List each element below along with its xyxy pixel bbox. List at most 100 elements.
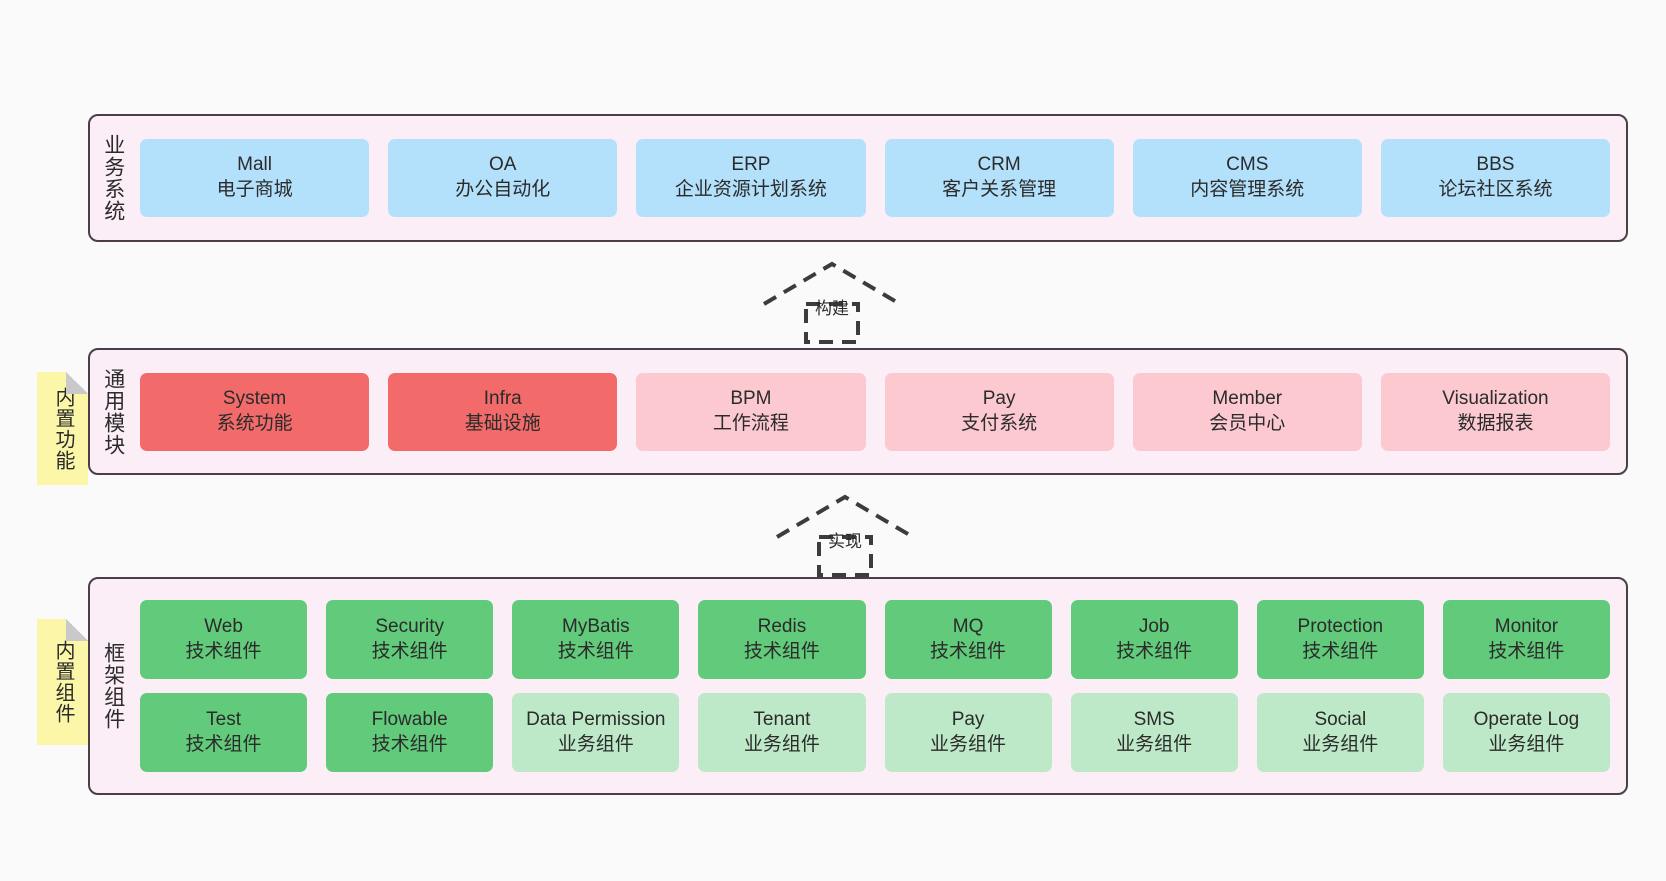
card-subtitle: 技术组件 (185, 733, 262, 755)
card-title: Job (1138, 615, 1170, 637)
card-subtitle: 业务组件 (1116, 733, 1193, 755)
card-title: Web (204, 615, 243, 637)
card-title: Member (1212, 387, 1283, 409)
card-subtitle: 办公自动化 (455, 179, 551, 200)
card-title: Security (375, 615, 444, 637)
card-subtitle: 支付系统 (961, 412, 1038, 434)
card-subtitle: 技术组件 (930, 640, 1007, 662)
card-subtitle: 技术组件 (371, 640, 448, 662)
connector-build-shape (762, 261, 902, 344)
card-subtitle: 业务组件 (930, 733, 1007, 755)
connector-implement-label: 实现 (828, 532, 862, 551)
layer-framework-component: 框架组件 Web 技术组件 Security 技术组件 MyBatis 技术组件… (88, 577, 1628, 795)
connector-build-label: 构建 (815, 299, 849, 318)
card-job[interactable]: Job 技术组件 (1070, 600, 1238, 679)
card-title: CMS (1226, 154, 1269, 176)
card-title: Social (1314, 708, 1367, 730)
card-crm[interactable]: CRM 客户关系管理 (884, 139, 1114, 217)
card-erp[interactable]: ERP 企业资源计划系统 (636, 139, 866, 217)
card-protection[interactable]: Protection 技术组件 (1256, 600, 1424, 679)
card-title: Redis (757, 615, 807, 637)
card-subtitle: 业务组件 (743, 733, 820, 755)
card-sms[interactable]: SMS 业务组件 (1070, 693, 1238, 772)
card-member[interactable]: Member 会员中心 (1132, 372, 1362, 451)
card-title: ERP (731, 154, 771, 176)
card-title: SMS (1133, 708, 1175, 730)
connector-implement-shape (775, 494, 915, 577)
card-row: Test 技术组件 Flowable 技术组件 Data Permission … (140, 693, 1610, 772)
card-pay[interactable]: Pay 支付系统 (884, 372, 1114, 451)
card-title: Flowable (371, 708, 448, 730)
card-subtitle: 数据报表 (1457, 412, 1534, 434)
card-subtitle: 系统功能 (216, 412, 293, 434)
layer-title-framework: 框架组件 (101, 642, 125, 730)
layer-body-framework: Web 技术组件 Security 技术组件 MyBatis 技术组件 Redi… (136, 579, 1626, 793)
card-oa[interactable]: OA 办公自动化 (388, 139, 618, 217)
card-subtitle: 工作流程 (712, 412, 789, 434)
card-subtitle: 技术组件 (1302, 640, 1379, 662)
card-operate-log[interactable]: Operate Log 业务组件 (1442, 693, 1610, 772)
layer-body-business: Mall 电子商城 OA 办公自动化 ERP 企业资源计划系统 CRM 客户关系… (136, 116, 1626, 240)
card-data-permission[interactable]: Data Permission 业务组件 (512, 693, 680, 772)
card-title: Visualization (1442, 387, 1549, 409)
layer-business-system: 业务系统 Mall 电子商城 OA 办公自动化 ERP 企业资源计划系统 CRM… (88, 114, 1628, 242)
card-title: BPM (730, 387, 772, 409)
card-title: MQ (952, 615, 984, 637)
card-title: Infra (483, 387, 522, 409)
card-visualization[interactable]: Visualization 数据报表 (1380, 372, 1611, 451)
note-label: 内置功能 (52, 386, 74, 471)
card-title: Mall (237, 154, 272, 176)
card-title: Data Permission (526, 708, 666, 730)
card-title: MyBatis (562, 615, 630, 637)
note-builtin-component: 内置组件 (37, 619, 88, 745)
card-monitor[interactable]: Monitor 技术组件 (1442, 600, 1610, 679)
card-subtitle: 技术组件 (185, 640, 262, 662)
card-tenant[interactable]: Tenant 业务组件 (698, 693, 866, 772)
card-subtitle: 技术组件 (371, 733, 448, 755)
card-title: BBS (1476, 154, 1515, 176)
card-subtitle: 技术组件 (1116, 640, 1193, 662)
card-mq[interactable]: MQ 技术组件 (884, 600, 1052, 679)
card-pay-business[interactable]: Pay 业务组件 (884, 693, 1052, 772)
card-bpm[interactable]: BPM 工作流程 (636, 372, 866, 451)
card-subtitle: 企业资源计划系统 (674, 179, 827, 200)
card-subtitle: 业务组件 (557, 733, 634, 755)
connector-implement: 实现 (775, 494, 915, 577)
card-title: Pay (951, 708, 985, 730)
card-subtitle: 技术组件 (557, 640, 634, 662)
card-system[interactable]: System 系统功能 (140, 372, 370, 451)
card-title: Protection (1297, 615, 1384, 637)
card-title: Test (206, 708, 241, 730)
card-flowable[interactable]: Flowable 技术组件 (326, 693, 494, 772)
card-subtitle: 论坛社区系统 (1438, 179, 1553, 200)
card-subtitle: 电子商城 (216, 179, 293, 200)
layer-title-business: 业务系统 (101, 134, 125, 222)
card-subtitle: 客户关系管理 (942, 179, 1057, 200)
card-infra[interactable]: Infra 基础设施 (388, 372, 618, 451)
card-title: Pay (982, 387, 1016, 409)
card-cms[interactable]: CMS 内容管理系统 (1132, 139, 1362, 217)
card-bbs[interactable]: BBS 论坛社区系统 (1380, 139, 1611, 217)
card-title: Tenant (753, 708, 811, 730)
card-title: Operate Log (1473, 708, 1580, 730)
card-mall[interactable]: Mall 电子商城 (140, 139, 370, 217)
card-subtitle: 业务组件 (1302, 733, 1379, 755)
card-web[interactable]: Web 技术组件 (140, 600, 308, 679)
card-subtitle: 基础设施 (464, 412, 541, 434)
card-row: System 系统功能 Infra 基础设施 BPM 工作流程 Pay 支付系统… (140, 372, 1611, 451)
card-security[interactable]: Security 技术组件 (326, 600, 494, 679)
card-title: CRM (977, 154, 1021, 176)
card-social[interactable]: Social 业务组件 (1256, 693, 1424, 772)
card-row: Mall 电子商城 OA 办公自动化 ERP 企业资源计划系统 CRM 客户关系… (140, 139, 1611, 217)
card-subtitle: 会员中心 (1209, 412, 1286, 434)
card-subtitle: 内容管理系统 (1190, 179, 1305, 200)
card-title: OA (489, 154, 517, 176)
layer-common-module: 通用模块 System 系统功能 Infra 基础设施 BPM 工作流程 Pay… (88, 348, 1628, 475)
card-row: Web 技术组件 Security 技术组件 MyBatis 技术组件 Redi… (140, 600, 1610, 679)
card-test[interactable]: Test 技术组件 (140, 693, 308, 772)
card-mybatis[interactable]: MyBatis 技术组件 (512, 600, 680, 679)
connector-build: 构建 (762, 261, 902, 344)
card-subtitle: 业务组件 (1488, 733, 1565, 755)
card-redis[interactable]: Redis 技术组件 (698, 600, 866, 679)
